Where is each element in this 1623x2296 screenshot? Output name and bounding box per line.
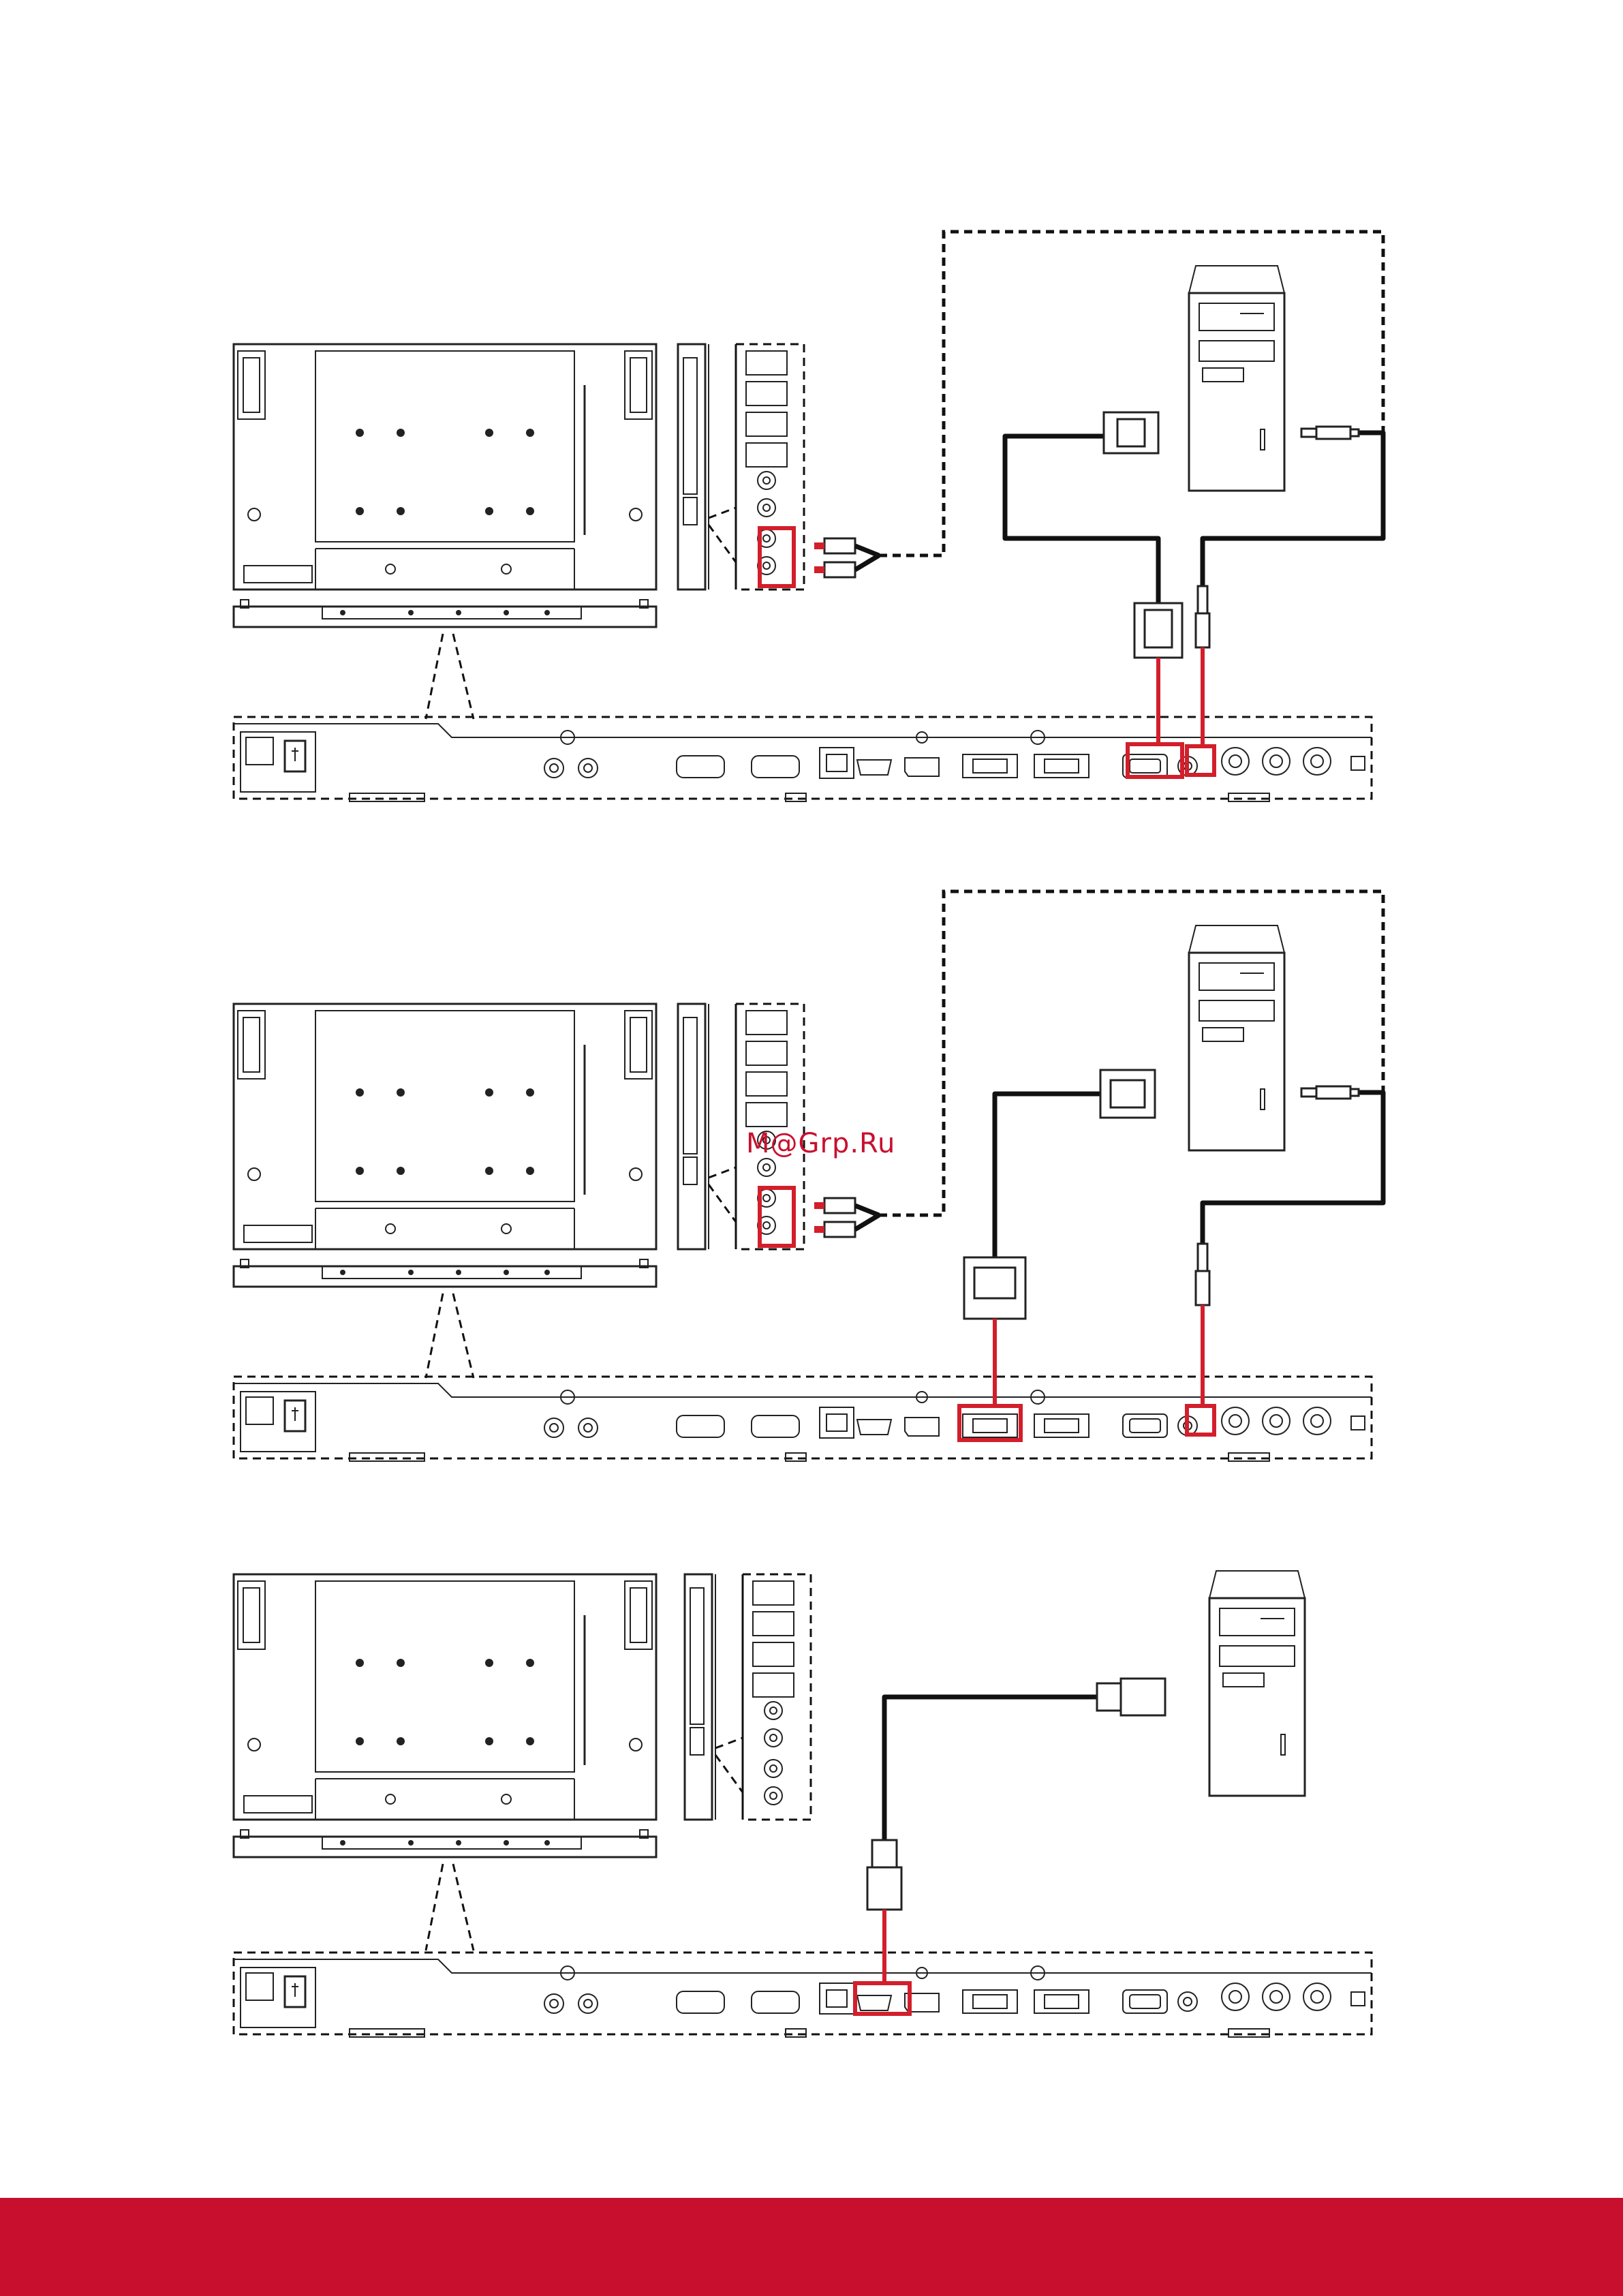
display-rear-icon — [234, 1574, 656, 1857]
pc-tower-icon — [1189, 925, 1284, 1150]
rca-plug-icon — [814, 538, 879, 577]
port-strip-icon — [234, 1953, 1372, 2037]
rca-audio-cable — [879, 891, 1383, 1215]
port-panel-icon — [685, 1574, 811, 1820]
audio-jack-icon — [1196, 586, 1209, 647]
dvi-cable — [995, 1094, 1100, 1257]
audio-in-highlight — [1187, 1406, 1214, 1435]
audio-in-highlight — [1187, 746, 1214, 775]
display-rear-icon — [234, 344, 656, 627]
diagram-dvi — [234, 891, 1383, 1461]
vga-plug-icon — [1104, 412, 1182, 658]
audio-jack-icon — [1196, 1244, 1209, 1305]
pc-tower-icon — [1189, 266, 1284, 491]
dvi-in-highlight — [959, 1406, 1021, 1440]
audio-jack-icon — [1301, 427, 1359, 439]
vga-cable — [1005, 436, 1158, 603]
footer-band — [0, 2198, 1623, 2296]
watermark-text: M@Grp.Ru — [746, 1128, 895, 1159]
hdmi-cable — [884, 1697, 1100, 1840]
pc-tower-icon — [1209, 1571, 1305, 1796]
audio-jack-icon — [1301, 1086, 1359, 1099]
vga-in-highlight — [1128, 744, 1182, 777]
hdmi-plug-icon — [867, 1679, 1165, 1910]
port-panel-icon — [678, 1004, 804, 1249]
display-rear-icon — [234, 1004, 656, 1287]
audio-cable — [1203, 433, 1383, 586]
audio-cable — [1203, 1092, 1383, 1244]
port-panel-icon — [678, 344, 804, 590]
rca-audio-cable — [879, 232, 1383, 555]
diagram-vga — [234, 232, 1383, 801]
diagram-hdmi — [234, 1571, 1372, 2037]
hdmi-in-highlight — [855, 1983, 910, 2014]
rca-plug-icon — [814, 1198, 879, 1237]
